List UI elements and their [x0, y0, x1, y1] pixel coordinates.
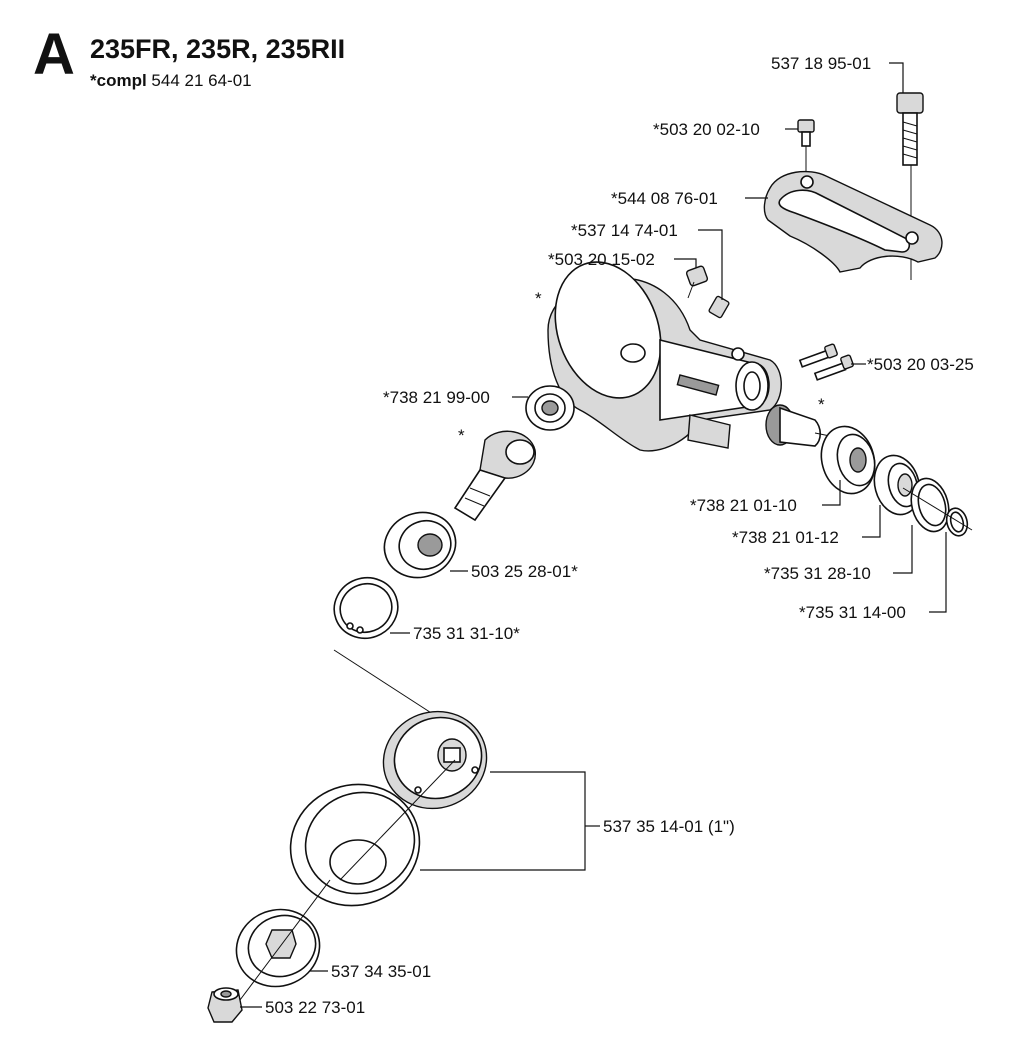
- label-544-08-76-01: *544 08 76-01: [611, 189, 718, 208]
- support-cup-drawing: [289, 759, 456, 907]
- compl-number: 544 21 64-01: [151, 71, 252, 90]
- small-screw-drawing: [797, 119, 815, 178]
- ring-drawing: [910, 477, 950, 533]
- asterisk-bevel-gear: *: [458, 426, 465, 445]
- compl-line: *compl 544 21 64-01: [90, 72, 252, 89]
- pinion-gear-drawing: [765, 404, 851, 447]
- label-503-22-73-01: 503 22 73-01: [265, 998, 365, 1017]
- label-537-34-35-01: 537 34 35-01: [331, 962, 431, 981]
- label-537-14-74-01: *537 14 74-01: [571, 221, 678, 240]
- section-letter: A: [33, 22, 75, 87]
- circlip-drawing: [902, 487, 973, 537]
- support-plate-drawing: [235, 879, 331, 1001]
- label-735-31-14-00: *735 31 14-00: [799, 603, 906, 622]
- thrust-plate-drawing: [382, 710, 488, 810]
- label-738-21-01-10: *738 21 01-10: [690, 496, 797, 515]
- gear-housing-drawing: [547, 261, 782, 452]
- label-735-31-31-10: 735 31 31-10*: [413, 624, 520, 643]
- label-503-20-02-10: *503 20 02-10: [653, 120, 760, 139]
- label-503-20-15-02: *503 20 15-02: [548, 250, 655, 269]
- housing-screws-drawing: [798, 343, 854, 381]
- clamp-screw-drawing: [896, 92, 924, 280]
- diagram-title: 235FR, 235R, 235RII: [90, 34, 346, 64]
- plug-screw-drawing: [685, 265, 709, 299]
- label-503-25-28-01: 503 25 28-01*: [471, 562, 578, 581]
- label-738-21-01-12: *738 21 01-12: [732, 528, 839, 547]
- label-503-20-03-25: *503 20 03-25: [867, 355, 974, 374]
- main-bearing-drawing: [383, 511, 457, 579]
- asterisk-pinion: *: [818, 395, 825, 414]
- asterisk-housing: *: [535, 289, 542, 308]
- clamp-cover-drawing: [763, 170, 943, 273]
- nut-drawing: [207, 987, 243, 1023]
- snap-ring-drawing: [333, 576, 471, 739]
- right-bearing-drawing: [820, 425, 876, 495]
- compl-label: *compl: [90, 71, 147, 90]
- pin-drawing: [708, 295, 730, 319]
- label-537-35-14-01: 537 35 14-01 (1"): [603, 817, 735, 836]
- label-735-31-28-10: *735 31 28-10: [764, 564, 871, 583]
- bevel-gear-drawing: [453, 430, 536, 522]
- label-537-18-95-01: 537 18 95-01: [771, 54, 871, 73]
- small-bearing-drawing: [525, 385, 575, 431]
- label-738-21-99-00: *738 21 99-00: [383, 388, 490, 407]
- right-bearing-2-drawing: [873, 454, 921, 516]
